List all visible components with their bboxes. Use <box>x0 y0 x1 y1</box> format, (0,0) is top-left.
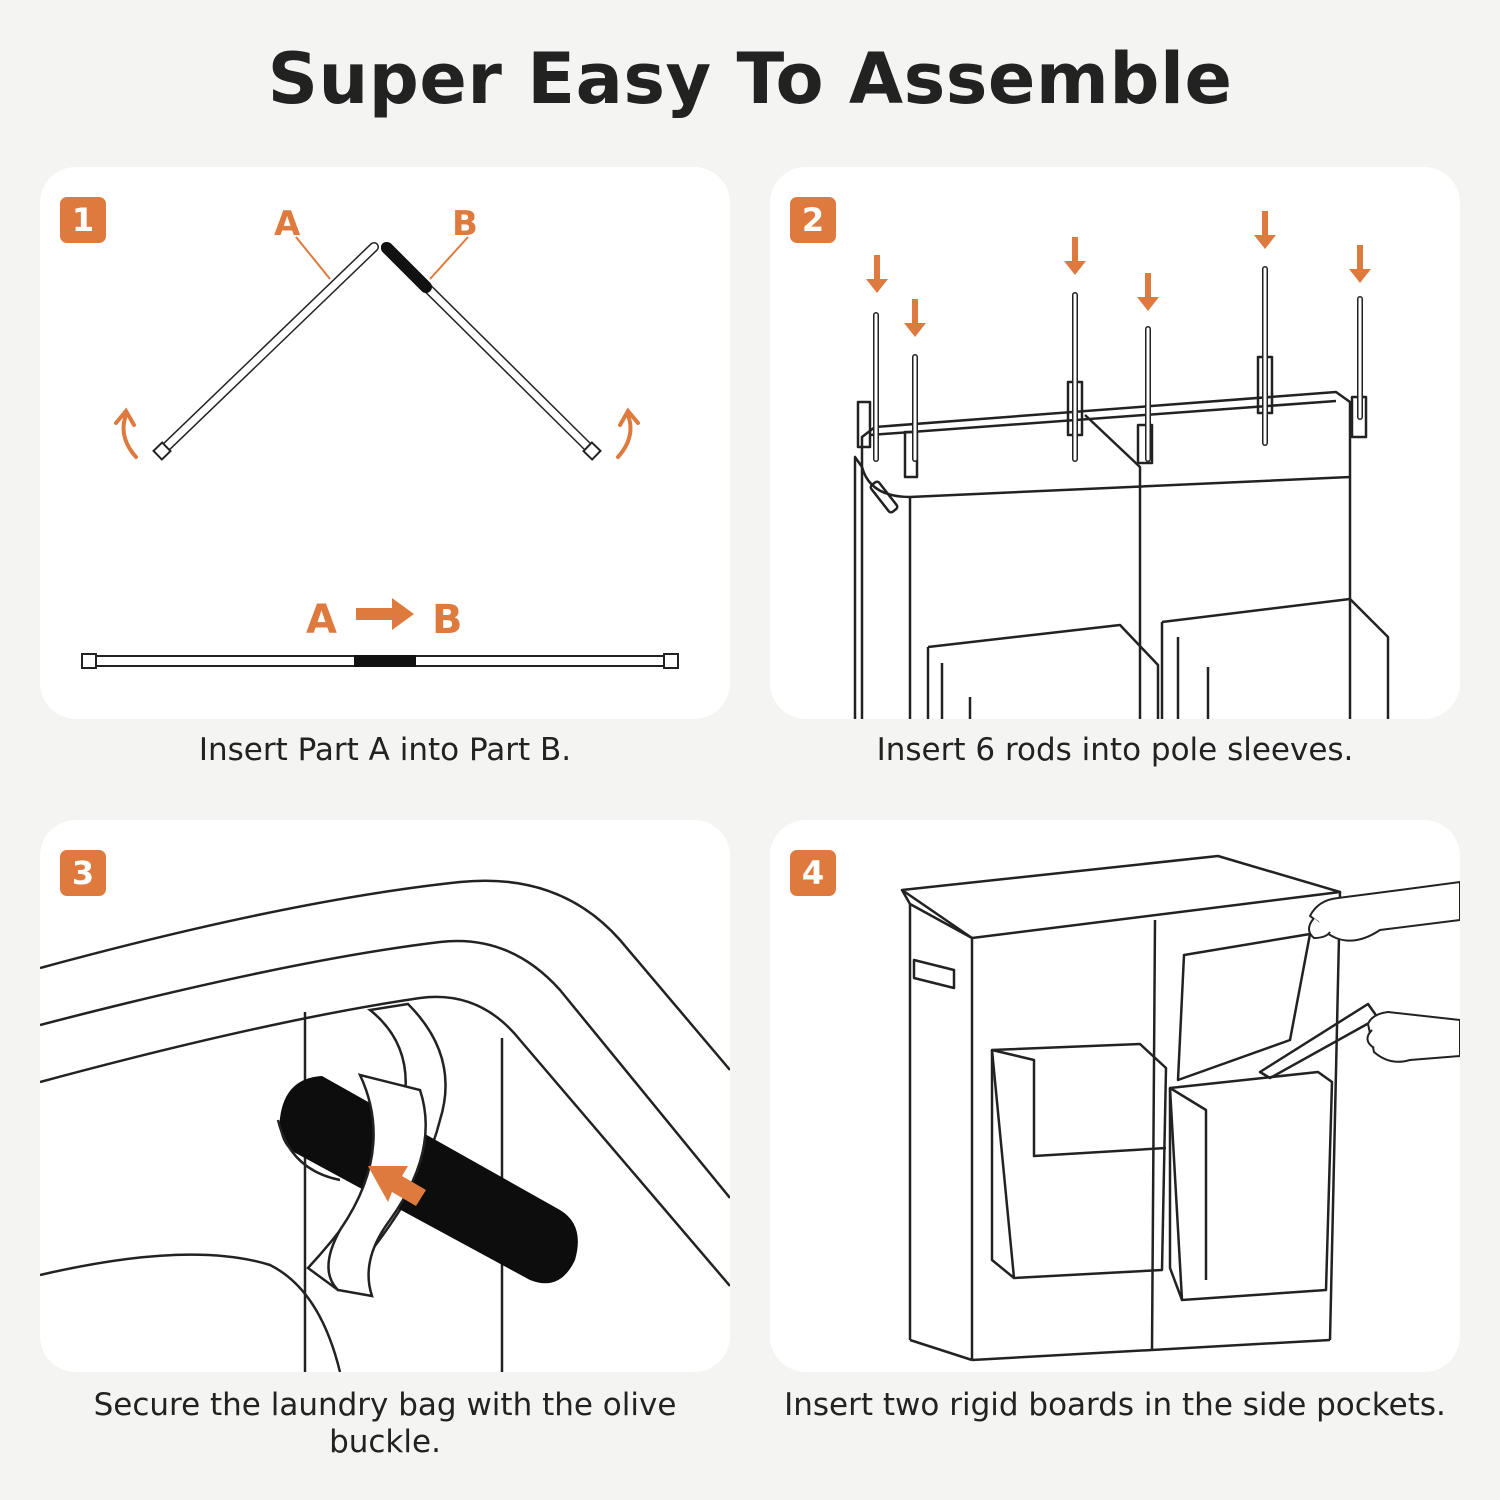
step-3-badge: 3 <box>60 850 106 896</box>
step-4-illustration <box>900 854 1460 1362</box>
arrow-down-icon <box>866 211 1371 337</box>
rod-end-cap <box>152 441 172 461</box>
step-1-caption: Insert Part A into Part B. <box>198 732 572 768</box>
step-4-badge: 4 <box>790 850 836 896</box>
arrow-right-icon <box>356 598 414 630</box>
label-a: A <box>274 204 301 244</box>
step-1-panel: 1 A B A B <box>40 167 730 719</box>
step-2-badge: 2 <box>790 197 836 243</box>
step-4-caption: Insert two rigid boards in the side pock… <box>784 1387 1446 1423</box>
olive-buckle <box>279 1076 578 1284</box>
step-3-illustration <box>40 879 730 1372</box>
step-2-illustration <box>853 211 1390 719</box>
label-b: B <box>452 204 478 244</box>
arrow-diagonal-icon <box>368 1166 426 1206</box>
step-3-caption: Secure the laundry bag with the olive bu… <box>93 1387 677 1460</box>
rod-end-cap <box>582 441 602 461</box>
rod-sleeve <box>354 655 416 667</box>
page-title: Super Easy To Assemble <box>267 38 1233 120</box>
step-3-panel: 3 <box>40 820 730 1372</box>
step-1-illustration: A B A B <box>81 204 679 669</box>
label-b-assembled: B <box>432 597 463 643</box>
step-2-panel: 2 <box>770 167 1460 719</box>
label-a-assembled: A <box>306 597 337 643</box>
rotate-arrow-icon <box>114 407 640 459</box>
step-1-badge: 1 <box>60 197 106 243</box>
step-4-panel: 4 <box>770 820 1460 1372</box>
step-2-caption: Insert 6 rods into pole sleeves. <box>876 732 1354 768</box>
